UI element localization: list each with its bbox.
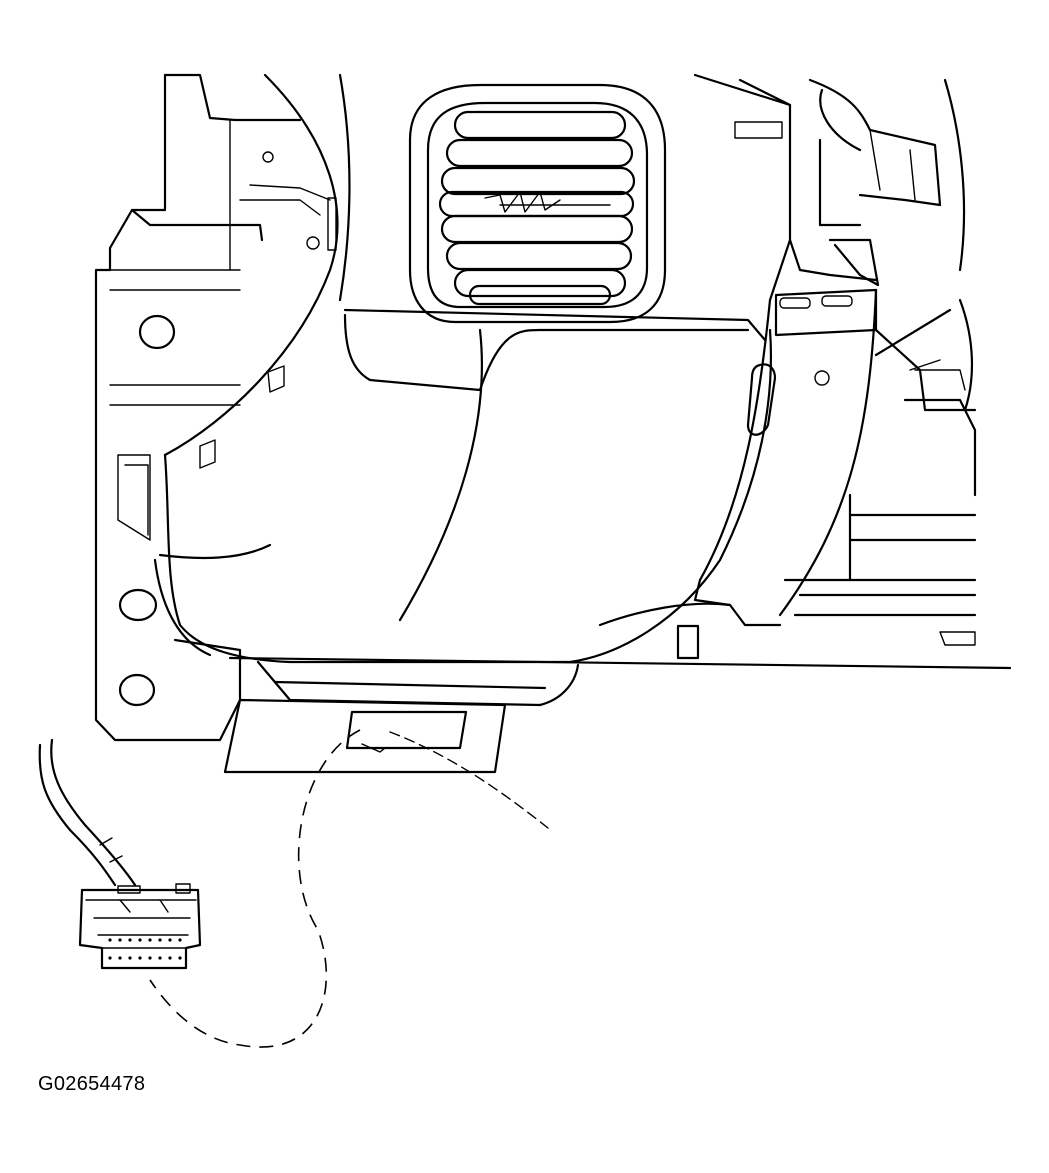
vent-louvers <box>438 110 636 306</box>
knee-bolster-panel <box>153 308 1012 707</box>
connector-pins <box>108 938 182 960</box>
callout-leader <box>149 729 549 1048</box>
wiring-harness <box>38 738 137 887</box>
figure-id-label: G02654478 <box>38 1073 146 1095</box>
steering-column-cover <box>163 73 351 469</box>
bolt-hole <box>118 588 158 622</box>
right-side-structure <box>693 73 977 646</box>
vent-spring <box>484 191 561 213</box>
left-side-bracket <box>94 73 331 742</box>
bolt-hole <box>118 673 156 707</box>
bolt-hole <box>138 314 176 350</box>
dlc-mounting-bracket <box>223 698 507 774</box>
data-link-connector <box>78 883 202 970</box>
air-vent <box>408 83 667 324</box>
